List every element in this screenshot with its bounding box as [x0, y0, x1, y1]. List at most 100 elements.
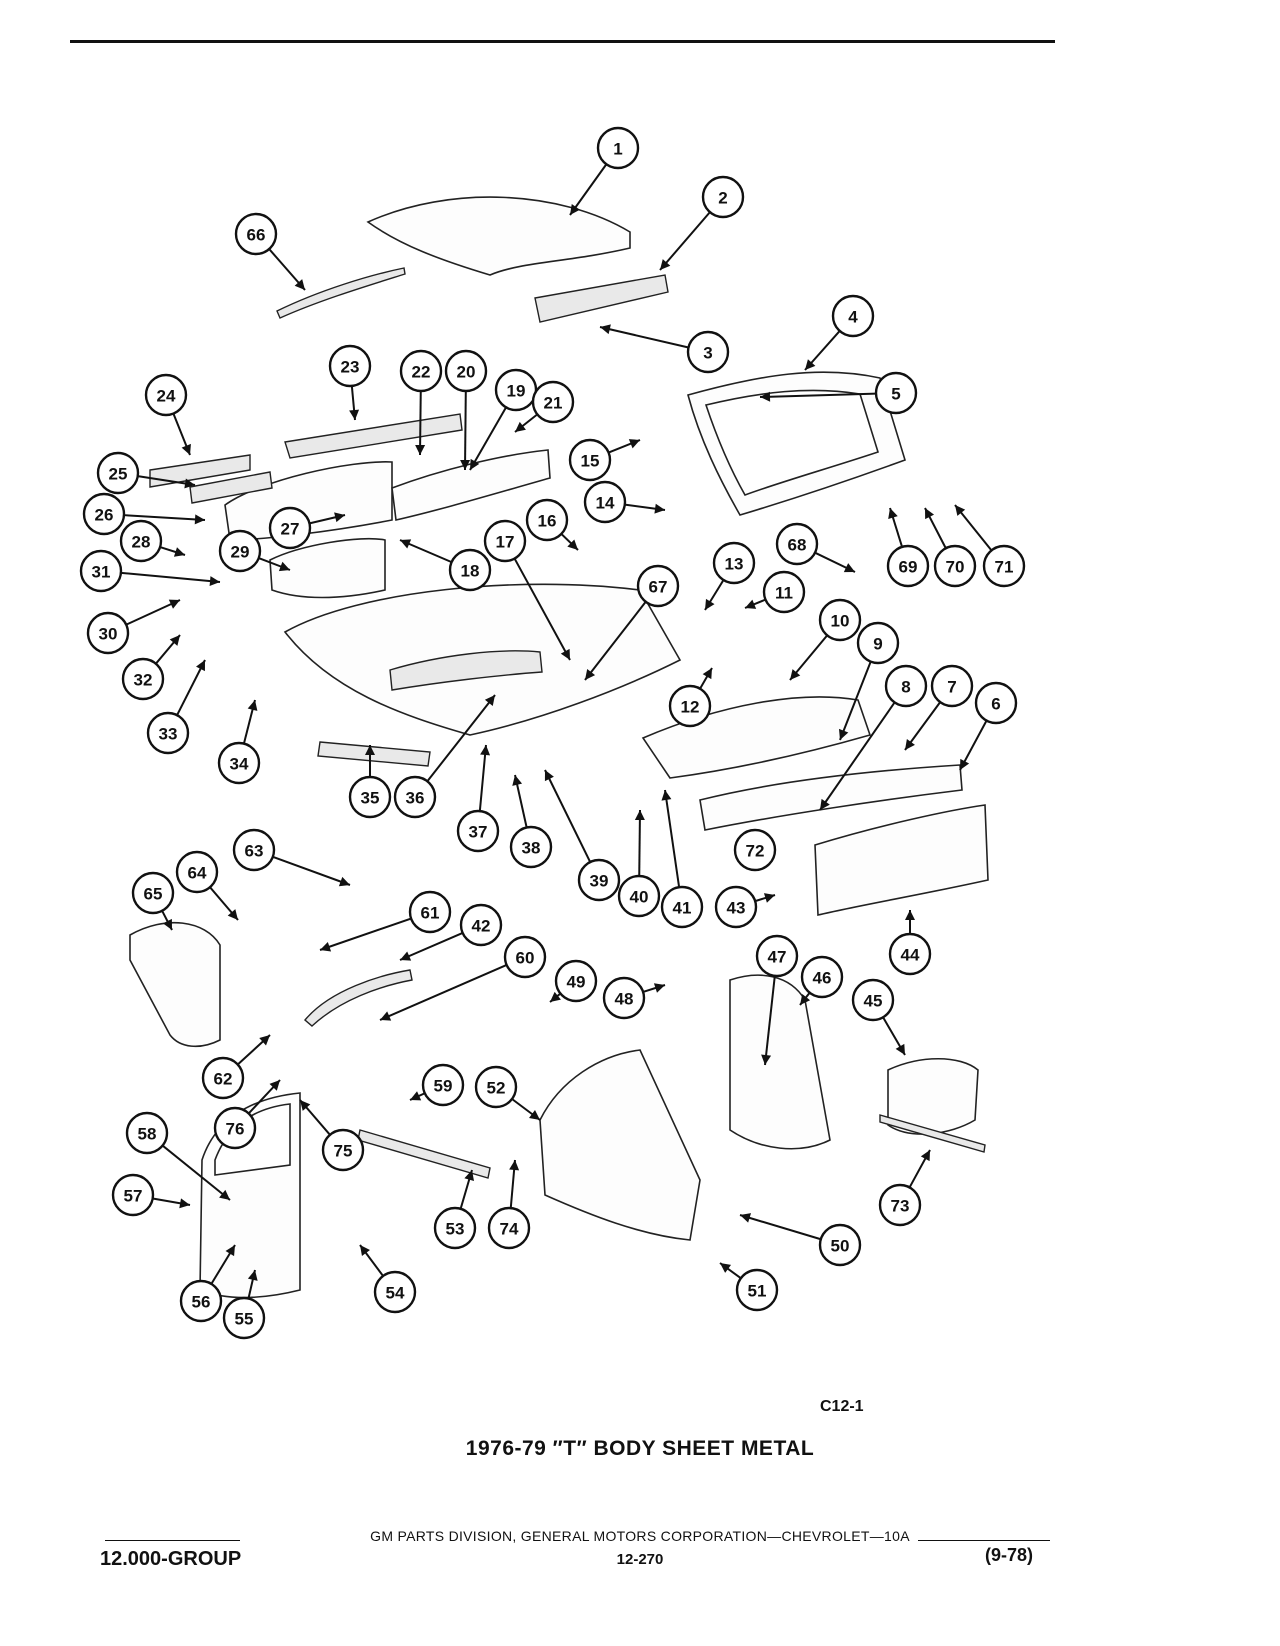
callout-number-52: 52: [487, 1079, 506, 1098]
footer-rule-right: [918, 1540, 1050, 1541]
leader-arrowhead-11: [745, 599, 757, 609]
callout-circle-70: [933, 544, 977, 588]
callout-number-70: 70: [946, 558, 965, 577]
callout-number-16: 16: [538, 512, 557, 531]
callout-66: 66: [234, 212, 278, 256]
callout-number-10: 10: [831, 612, 850, 631]
callout-circle-6: [974, 681, 1018, 725]
callout-circle-27: [268, 506, 312, 550]
callout-34: 34: [217, 741, 261, 785]
footer-group: 12.000-GROUP: [100, 1548, 242, 1570]
callout-circle-32: [121, 657, 165, 701]
leader-arrowhead-8: [820, 798, 830, 810]
callout-number-66: 66: [247, 226, 266, 245]
leader-arrowhead-75: [300, 1100, 311, 1111]
callout-46: 46: [800, 955, 844, 999]
callout-number-49: 49: [567, 973, 586, 992]
leader-arrowhead-45: [895, 1043, 905, 1055]
callout-number-33: 33: [159, 725, 178, 744]
callout-75: 75: [321, 1128, 365, 1172]
callout-number-4: 4: [848, 308, 858, 327]
callout-14: 14: [583, 480, 627, 524]
leader-arrowhead-56: [225, 1245, 235, 1257]
callout-circle-74: [487, 1206, 531, 1250]
callout-48: 48: [602, 976, 646, 1020]
leader-arrowhead-68: [843, 563, 855, 573]
leader-arrowhead-22: [415, 444, 426, 455]
callout-circle-15: [568, 438, 612, 482]
footer-publisher: GM PARTS DIVISION, GENERAL MOTORS CORPOR…: [370, 1528, 910, 1544]
callout-11: 11: [762, 570, 806, 614]
top-rule: [70, 40, 1055, 43]
callout-circle-69: [886, 544, 930, 588]
callout-circle-20: [444, 349, 488, 393]
callout-7: 7: [930, 664, 974, 708]
callout-40: 40: [617, 874, 661, 918]
leader-arrowhead-42: [400, 951, 412, 961]
callout-number-41: 41: [673, 899, 692, 918]
callout-67: 67: [636, 564, 680, 608]
callout-number-48: 48: [615, 990, 634, 1009]
leader-arrowhead-67: [585, 669, 596, 680]
leader-line-20: [464, 390, 467, 471]
callout-28: 28: [119, 519, 163, 563]
callout-number-74: 74: [500, 1220, 519, 1239]
callout-number-26: 26: [95, 506, 114, 525]
callout-circle-59: [421, 1063, 465, 1107]
callout-24: 24: [144, 373, 188, 417]
callout-circle-45: [851, 978, 895, 1022]
figure-code: C12-1: [820, 1398, 864, 1415]
callout-number-54: 54: [386, 1284, 405, 1303]
callout-17: 17: [483, 519, 527, 563]
callout-circle-50: [818, 1223, 862, 1267]
callout-1: 1: [596, 126, 640, 170]
callout-50: 50: [818, 1223, 862, 1267]
callout-45: 45: [851, 978, 895, 1022]
callout-circle-30: [86, 611, 130, 655]
callout-29: 29: [218, 529, 262, 573]
callout-circle-36: [393, 775, 437, 819]
callout-number-30: 30: [99, 625, 118, 644]
leader-lines: [120, 163, 993, 1299]
callout-64: 64: [175, 850, 219, 894]
callout-69: 69: [886, 544, 930, 588]
callout-59: 59: [421, 1063, 465, 1107]
callout-circle-57: [111, 1173, 155, 1217]
callout-44: 44: [888, 932, 932, 976]
callout-number-51: 51: [748, 1282, 767, 1301]
callout-circle-24: [144, 373, 188, 417]
leader-arrowhead-2: [660, 259, 671, 270]
leader-arrowhead-62: [259, 1035, 270, 1046]
callout-73: 73: [878, 1183, 922, 1227]
callout-60: 60: [503, 935, 547, 979]
leader-arrowhead-65: [162, 918, 172, 930]
callout-52: 52: [474, 1065, 518, 1109]
callout-number-57: 57: [124, 1187, 143, 1206]
callout-22: 22: [399, 349, 443, 393]
callout-19: 19: [494, 368, 538, 412]
callout-number-8: 8: [901, 678, 910, 697]
callout-circle-55: [222, 1296, 266, 1340]
figure-title: 1976-79 ″T″ BODY SHEET METAL: [465, 1437, 815, 1460]
leader-arrowhead-49: [550, 991, 561, 1002]
callout-8: 8: [884, 664, 928, 708]
leader-arrowhead-10: [790, 669, 801, 680]
callout-number-40: 40: [630, 888, 649, 907]
callout-bubbles: 1234567891011121314151617181920212223242…: [79, 126, 1026, 1340]
leader-arrowhead-37: [480, 745, 491, 756]
callout-2: 2: [701, 175, 745, 219]
callout-circle-58: [125, 1111, 169, 1155]
callout-6: 6: [974, 681, 1018, 725]
callout-circle-51: [735, 1268, 779, 1312]
callout-37: 37: [456, 809, 500, 853]
leader-line-37: [478, 744, 487, 812]
callout-33: 33: [146, 711, 190, 755]
leader-line-63: [272, 855, 351, 886]
callout-74: 74: [487, 1206, 531, 1250]
callout-number-58: 58: [138, 1125, 157, 1144]
callout-circle-11: [762, 570, 806, 614]
callout-55: 55: [222, 1296, 266, 1340]
leader-line-3: [599, 326, 689, 349]
callout-circle-23: [328, 344, 372, 388]
callout-circle-22: [399, 349, 443, 393]
